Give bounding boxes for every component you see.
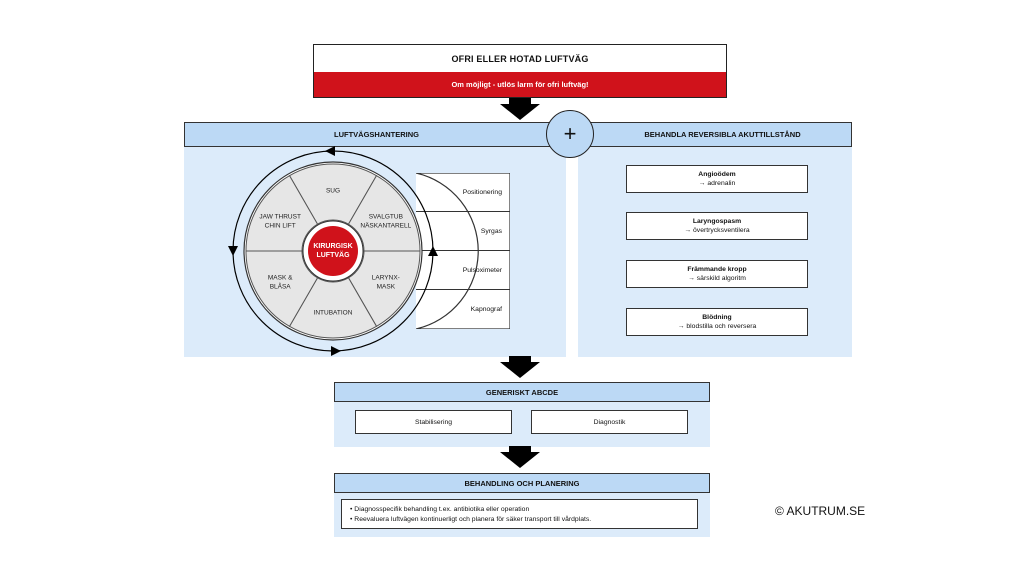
wheel-segment [245,174,319,252]
item-angioodem: Angioödem → adrenalin [626,165,808,193]
plan-bullet: • Diagnosspecifik behandling t.ex. antib… [350,506,530,513]
plus-icon: + [546,110,594,158]
wheel-segment [347,174,421,252]
wheel-segment-label: MASK & [268,275,293,282]
top-title: OFRI ELLER HOTAD LUFTVÄG [451,54,589,64]
item-action: → övertrycksventilera [684,227,750,234]
ring-arrow-icon [228,246,238,256]
item-title: Blödning [702,314,732,321]
wheel-segment-label: LARYNX- [372,275,400,282]
item-laryngospasm: Laryngospasm → övertrycksventilera [626,212,808,240]
item-action: → adrenalin [698,180,736,187]
arrow-stem-3 [509,446,531,452]
top-box: OFRI ELLER HOTAD LUFTVÄG Om möjligt - ut… [313,44,727,98]
airway-header: LUFTVÄGSHANTERING [184,122,569,147]
abcde-header: GENERISKT ABCDE [334,382,710,402]
item-frammande-kropp: Främmande kropp → särskild algoritm [626,260,808,288]
wheel-segment [288,163,378,225]
copyright: © AKUTRUM.SE [775,504,866,518]
center-label-2: LUFTVÄG [316,251,350,259]
arrow-stem-1 [509,98,531,104]
wheel-segment-label: SUG [326,188,340,195]
item-action: → blodstilla och reversera [677,323,757,330]
item-title: Främmande kropp [687,266,747,273]
wheel-segment-label: SVALGTUB [369,214,403,221]
ring-arrow-icon [331,346,341,356]
wheel-segment-label: NÄSKANTARELL [360,222,411,230]
tabs-outline [416,173,510,329]
down-arrow-icon [500,362,540,378]
wheel-segment-label: BLÅSA [270,282,292,291]
wheel-segment-label: MASK [377,284,396,291]
tab-kapnograf: Kapnograf [470,306,502,313]
arrow-stem-2 [509,356,531,362]
tab-positionering: Positionering [416,173,510,212]
plan-header: BEHANDLING OCH PLANERING [334,473,710,493]
item-blodning: Blödning → blodstilla och reversera [626,308,808,336]
plan-list: • Diagnosspecifik behandling t.ex. antib… [341,499,698,529]
plan-bullet: • Reevaluera luftvägen kontinuerligt och… [350,516,592,523]
item-action: → särskild algoritm [688,275,746,282]
alarm-banner: Om möjligt - utlös larm för ofri luftväg… [314,72,726,97]
wheel-segment [245,250,319,328]
reversible-header: BEHANDLA REVERSIBLA AKUTTILLSTÅND [575,122,852,147]
tab-syrgas: Syrgas [416,212,510,251]
center-label-1: KIRURGISK [313,243,352,250]
item-title: Laryngospasm [692,218,742,225]
down-arrow-icon [500,104,540,120]
wheel-segment [288,277,378,339]
diagnostik-box: Diagnostik [531,410,688,434]
ring-arrow-icon [428,246,438,256]
monitoring-tabs: Positionering Syrgas Pulsoximeter Kapnog… [416,173,510,329]
tab-pulsoximeter: Pulsoximeter [416,251,510,290]
wheel-segment-label: CHIN LIFT [265,223,296,230]
wheel-segment [347,250,421,328]
ring-arrow-icon [325,146,335,156]
down-arrow-icon [500,452,540,468]
center-circle [308,226,358,276]
wheel-segment-label: JAW THRUST [259,214,301,221]
wheel-segment-label: INTUBATION [314,310,353,317]
stabilisering-box: Stabilisering [355,410,512,434]
item-title: Angioödem [698,171,736,178]
